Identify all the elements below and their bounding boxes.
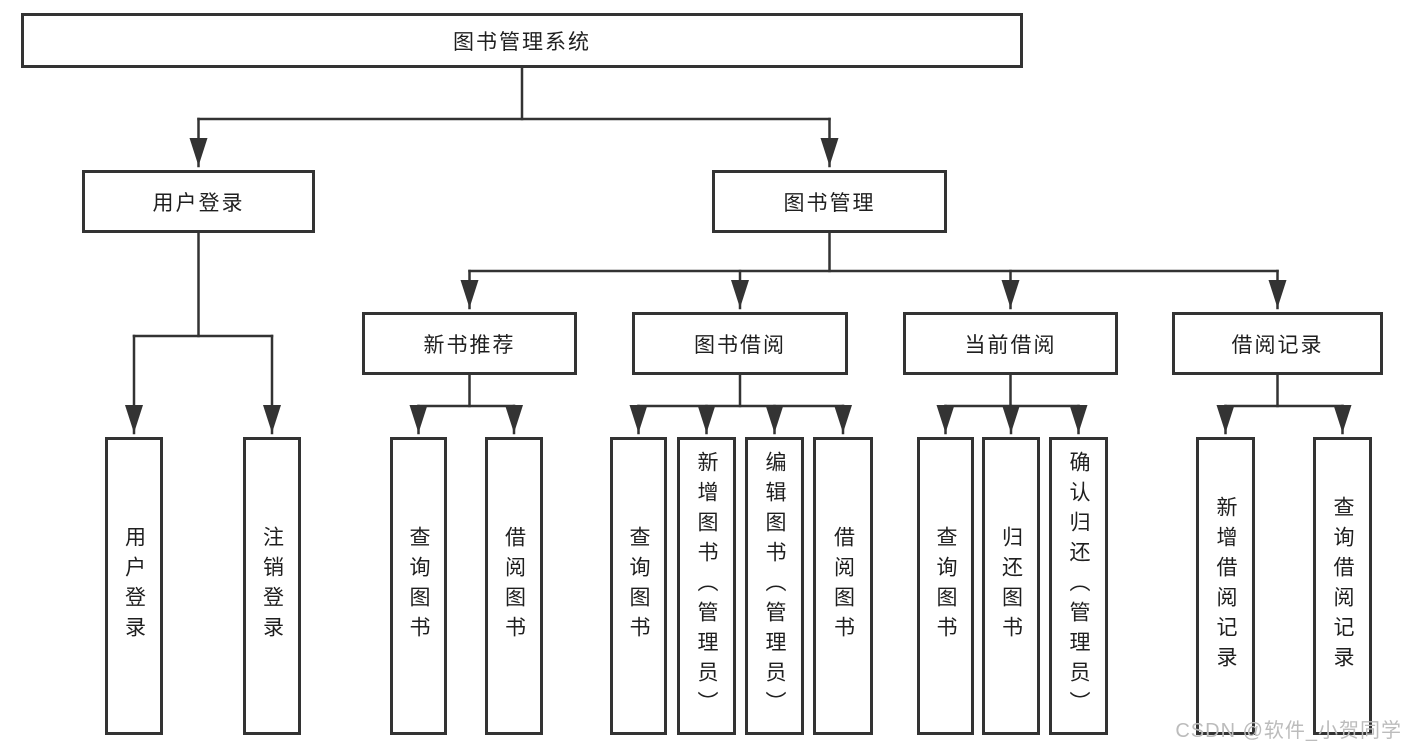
node-new-book-recommend: 新书推荐 <box>362 312 577 375</box>
node-borrowing-records: 借阅记录 <box>1172 312 1383 375</box>
node-label: 新增借阅记录 <box>1214 496 1237 676</box>
node-label: 确认归还（管理员） <box>1067 451 1090 721</box>
leaf-return-book: 归还图书 <box>982 437 1040 735</box>
node-current-borrowing: 当前借阅 <box>903 312 1118 375</box>
node-label: 当前借阅 <box>964 333 1057 357</box>
node-label: 查询图书 <box>934 526 957 646</box>
leaf-add-borrow-record: 新增借阅记录 <box>1196 437 1255 735</box>
node-label: 查询图书 <box>407 526 430 646</box>
leaf-query-book-current: 查询图书 <box>917 437 974 735</box>
node-label: 借阅图书 <box>502 526 526 646</box>
node-label: 查询图书 <box>627 526 650 646</box>
leaf-query-borrow-record: 查询借阅记录 <box>1313 437 1372 735</box>
leaf-confirm-return-admin: 确认归还（管理员） <box>1049 437 1108 735</box>
node-label: 图书管理系统 <box>453 30 591 54</box>
node-label: 借阅图书 <box>831 526 855 646</box>
node-label: 图书管理 <box>783 191 876 215</box>
node-library-management-system: 图书管理系统 <box>21 13 1023 68</box>
leaf-logout-login: 注销登录 <box>243 437 301 735</box>
node-user-login: 用户登录 <box>82 170 315 233</box>
leaf-add-book-admin: 新增图书（管理员） <box>677 437 736 735</box>
node-label: 借阅记录 <box>1231 333 1324 357</box>
node-label: 用户登录 <box>152 191 245 215</box>
leaf-borrow-book-borrow: 借阅图书 <box>813 437 873 735</box>
node-book-management: 图书管理 <box>712 170 947 233</box>
node-label: 查询借阅记录 <box>1331 496 1354 676</box>
node-label: 图书借阅 <box>694 333 786 357</box>
node-label: 新书推荐 <box>423 333 516 357</box>
leaf-edit-book-admin: 编辑图书（管理员） <box>745 437 804 735</box>
node-label: 新增图书（管理员） <box>695 451 718 721</box>
node-label: 归还图书 <box>999 526 1023 646</box>
csdn-watermark: CSDN @软件_小贺同学 <box>1175 720 1402 742</box>
leaf-query-book-newbook: 查询图书 <box>390 437 447 735</box>
leaf-query-book-borrow: 查询图书 <box>610 437 667 735</box>
node-label: 用户登录 <box>122 526 146 646</box>
node-label: 编辑图书（管理员） <box>763 451 786 721</box>
node-book-borrowing: 图书借阅 <box>632 312 848 375</box>
node-label: 注销登录 <box>260 526 284 646</box>
leaf-borrow-book-newbook: 借阅图书 <box>485 437 543 735</box>
leaf-user-login: 用户登录 <box>105 437 163 735</box>
